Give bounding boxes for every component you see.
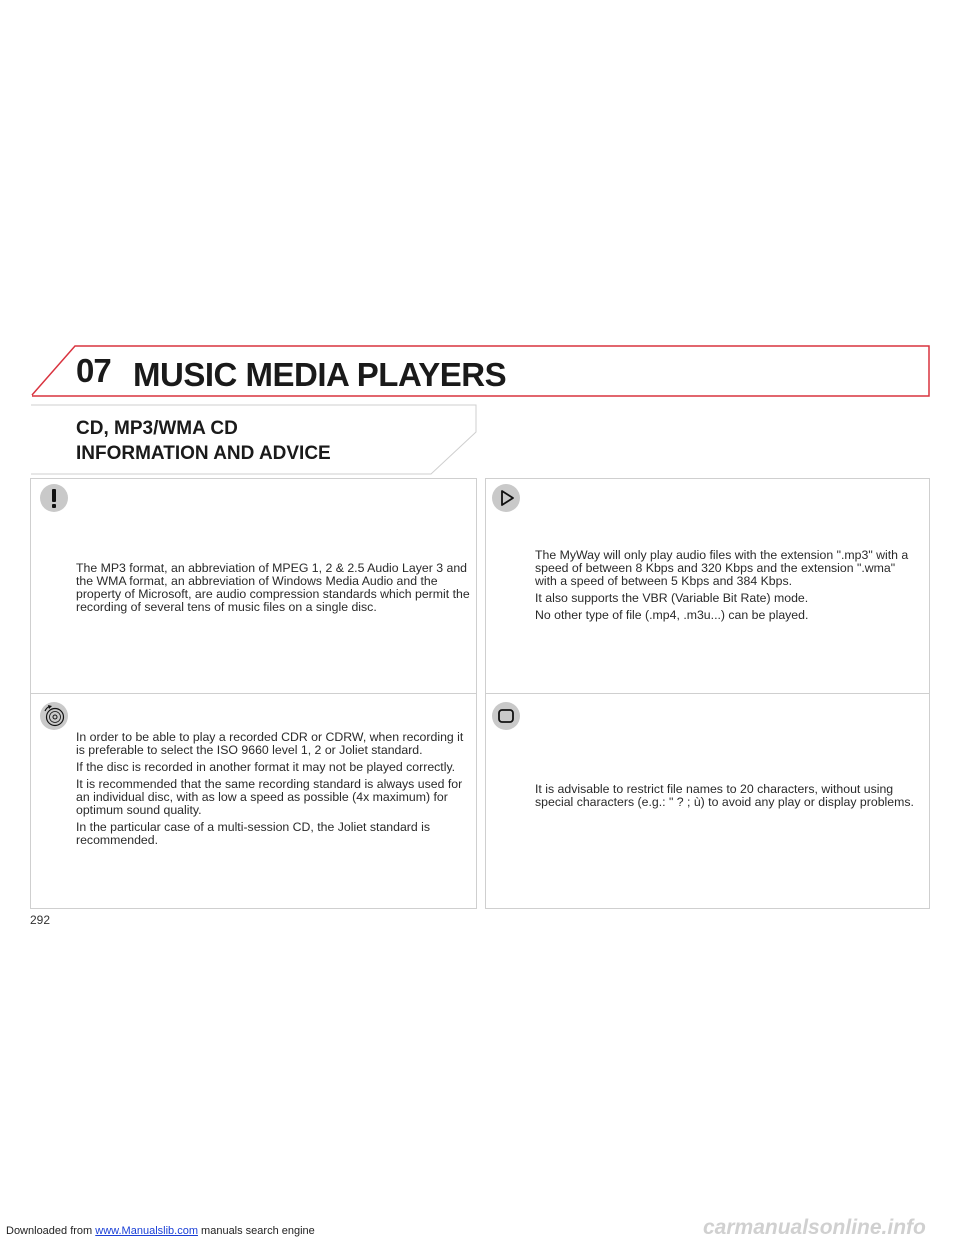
file-names-panel (485, 693, 930, 909)
play-triangle-icon (492, 484, 520, 512)
paragraph: It is recommended that the same recordin… (76, 777, 463, 817)
chapter-number: 07 (76, 352, 112, 389)
file-names-text: It is advisable to restrict file names t… (535, 783, 920, 813)
recording-text: In order to be able to play a recorded C… (76, 731, 471, 851)
recording-panel (30, 693, 477, 909)
manualslib-link[interactable]: www.Manualslib.com (95, 1225, 198, 1237)
footer-prefix: Downloaded from (6, 1225, 93, 1237)
paragraph: It also supports the VBR (Variable Bit R… (535, 591, 809, 605)
paragraph: If the disc is recorded in another forma… (76, 760, 456, 774)
chapter-header-bar (30, 345, 930, 397)
section-title-line2: INFORMATION AND ADVICE (76, 443, 331, 464)
play-info-text: The MyWay will only play audio files wit… (535, 549, 920, 626)
disc-icon (40, 702, 68, 730)
paragraph: It is advisable to restrict file names t… (535, 782, 914, 809)
section-title-line1: CD, MP3/WMA CD (76, 418, 238, 439)
paragraph: In the particular case of a multi-sessio… (76, 820, 431, 847)
warning-text: The MP3 format, an abbreviation of MPEG … (76, 562, 471, 618)
paragraph: The MyWay will only play audio files wit… (535, 548, 909, 588)
screen-icon (492, 702, 520, 730)
download-footer: Downloaded from www.Manualslib.com manua… (6, 1225, 315, 1237)
chapter-title: MUSIC MEDIA PLAYERS (133, 356, 507, 393)
paragraph: The MP3 format, an abbreviation of MPEG … (76, 561, 470, 614)
footer-suffix: manuals search engine (201, 1225, 315, 1237)
section-title-box (30, 404, 478, 476)
watermark: carmanualsonline.info (703, 1216, 926, 1239)
paragraph: No other type of file (.mp4, .m3u...) ca… (535, 608, 809, 622)
page-number: 292 (30, 913, 51, 927)
paragraph: In order to be able to play a recorded C… (76, 730, 464, 757)
exclamation-icon (40, 484, 68, 512)
